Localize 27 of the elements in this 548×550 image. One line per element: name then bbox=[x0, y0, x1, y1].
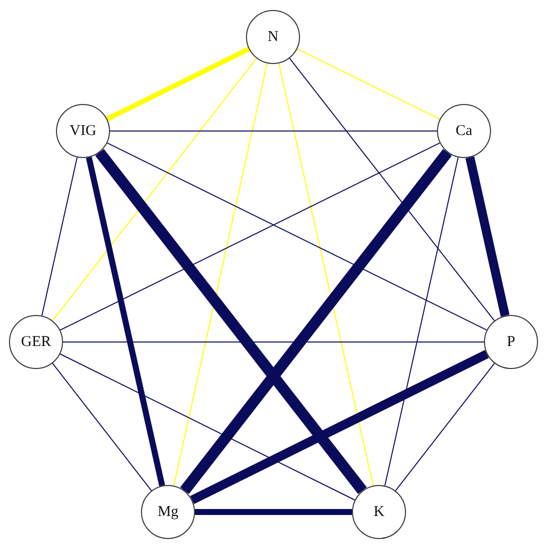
connector-line bbox=[289, 58, 495, 322]
node-circle: VIG bbox=[56, 104, 110, 158]
connector-line bbox=[110, 130, 438, 132]
node-circle: Mg bbox=[141, 485, 195, 539]
connector-line bbox=[465, 156, 510, 317]
connector-line bbox=[60, 354, 356, 500]
node-circle: K bbox=[352, 485, 406, 539]
connector-line bbox=[384, 156, 459, 486]
connector-line bbox=[190, 350, 489, 504]
connector-line bbox=[60, 142, 440, 331]
connector-line bbox=[296, 48, 440, 120]
connector-line bbox=[86, 156, 166, 486]
connector-line bbox=[95, 148, 367, 494]
connector-line bbox=[180, 148, 452, 494]
node-circle: N bbox=[246, 10, 300, 64]
connector-line bbox=[41, 156, 78, 316]
node-circle: Ca bbox=[437, 104, 491, 158]
connector-line bbox=[195, 509, 352, 515]
connector-line bbox=[106, 46, 250, 122]
connector-line bbox=[52, 362, 152, 492]
connector-line bbox=[106, 142, 488, 331]
connector-line bbox=[278, 62, 374, 486]
node-circle: GER bbox=[9, 315, 63, 369]
connector-line bbox=[395, 362, 495, 492]
node-circle: P bbox=[484, 315, 538, 369]
connector-line bbox=[52, 58, 257, 322]
connector-line bbox=[173, 62, 268, 486]
